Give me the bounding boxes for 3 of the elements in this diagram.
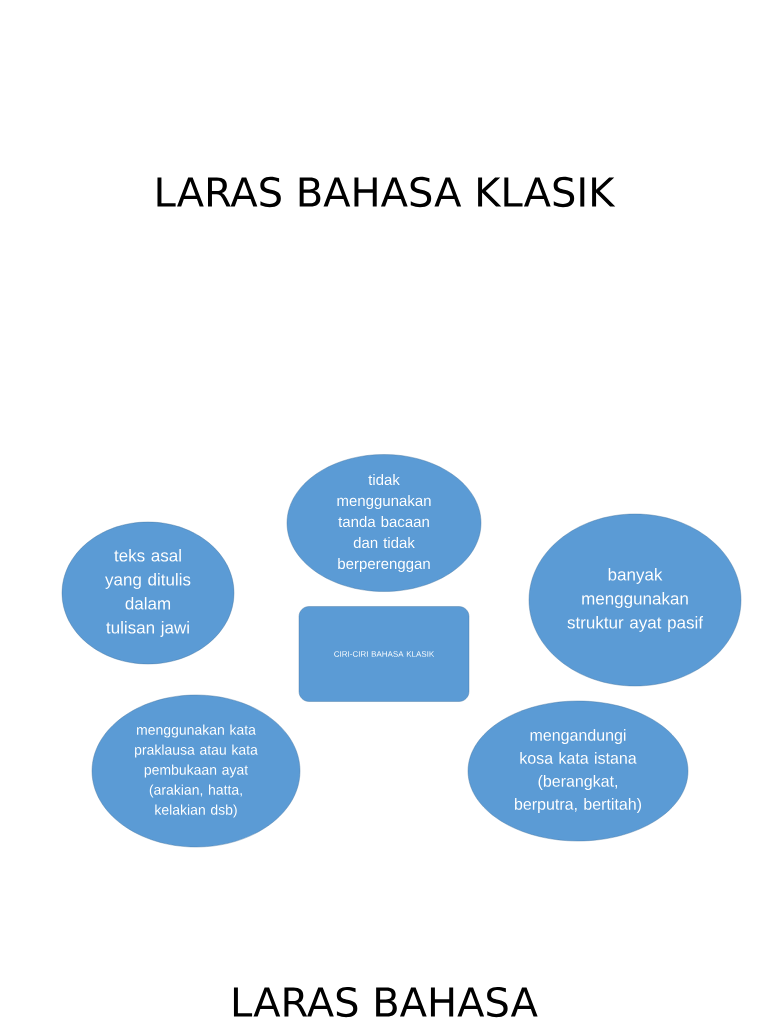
heading-box: CIRI-CIRI BAHASA KLASIK (298, 606, 470, 702)
heading-text: LARAS BAHASA (233, 986, 538, 1018)
title: LARAS BAHASA KLASIK (157, 176, 616, 208)
